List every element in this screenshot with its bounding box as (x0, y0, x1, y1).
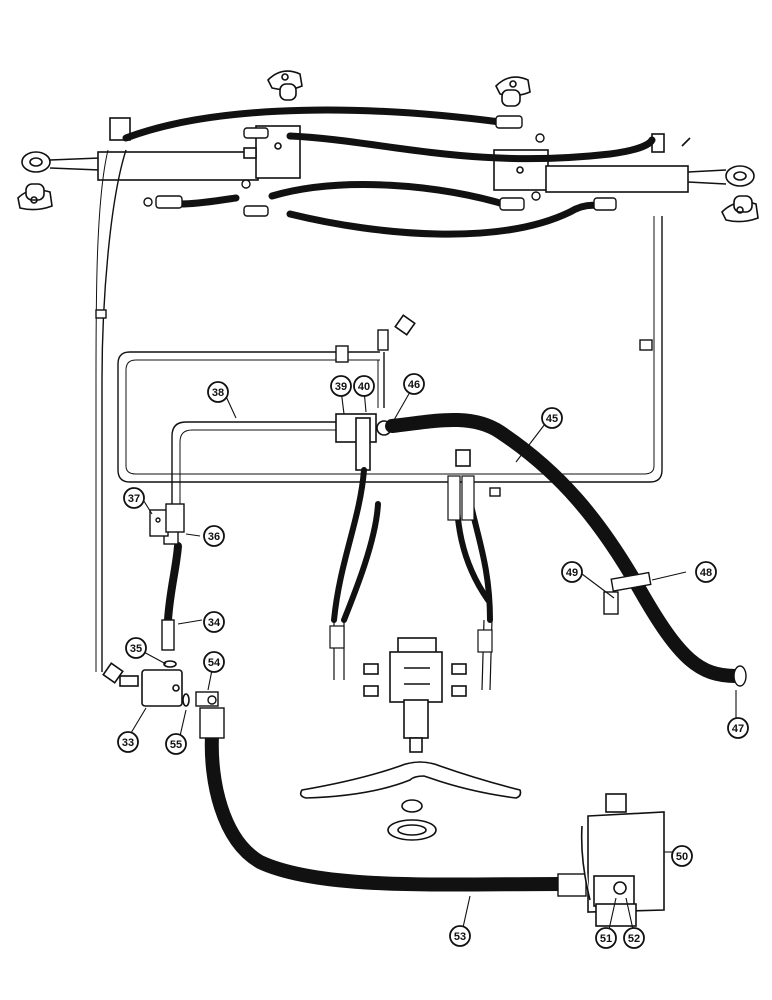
tube-left-long (101, 149, 127, 672)
mounting-bracket-right (721, 195, 759, 223)
callout-circle (203, 651, 225, 673)
callout-37: 37 (123, 487, 145, 509)
steering-unit-hose-tails (329, 475, 493, 691)
callout-label: 40 (358, 381, 370, 393)
hose-end-47 (733, 665, 747, 687)
cylinder-hoses (122, 106, 656, 238)
callout-51: 51 (595, 927, 617, 949)
hose-clamp-48 (603, 571, 652, 615)
callout-circle (117, 731, 139, 753)
callout-label: 34 (208, 617, 221, 629)
callout-label: 38 (212, 387, 224, 399)
callout-label: 39 (335, 381, 347, 393)
callout-circle (123, 487, 145, 509)
callout-46: 46 (403, 373, 425, 395)
mounting-bracket-left (17, 183, 53, 211)
callout-circle (403, 373, 425, 395)
callout-36: 36 (203, 525, 225, 547)
pressure-hose-53 (199, 707, 587, 897)
callout-label: 46 (408, 379, 420, 391)
callout-circle (623, 927, 645, 949)
callout-label: 48 (700, 567, 712, 579)
callout-circle (207, 381, 229, 403)
hose-upper-right (286, 132, 656, 163)
steering-control-unit (363, 637, 467, 753)
callout-label: 33 (122, 737, 134, 749)
callout-40: 40 (353, 375, 375, 397)
callout-label: 37 (128, 493, 140, 505)
callout-label: 47 (732, 723, 744, 735)
callout-circle (203, 611, 225, 633)
callout-circle (449, 925, 471, 947)
mounting-bracket-top-right (495, 76, 531, 107)
callout-circle (671, 845, 693, 867)
steering-wheel (299, 761, 522, 841)
callout-38: 38 (207, 381, 229, 403)
callout-39: 39 (330, 375, 352, 397)
callout-circle (541, 407, 563, 429)
steering-cylinder-right (493, 133, 755, 193)
callout-label: 54 (208, 657, 221, 669)
tube-clamp-37 (149, 503, 185, 537)
callout-50: 50 (671, 845, 693, 867)
callout-48: 48 (695, 561, 717, 583)
tube-38 (171, 421, 340, 512)
hose-lower-cross (268, 181, 514, 210)
callout-47: 47 (727, 717, 749, 739)
callout-33: 33 (117, 731, 139, 753)
callout-label: 52 (628, 933, 640, 945)
thin-hydraulic-tubes (95, 149, 663, 672)
callout-label: 55 (170, 739, 182, 751)
callout-55: 55 (165, 733, 187, 755)
leader-lines (127, 389, 737, 935)
hydraulic-pump (580, 793, 665, 927)
callout-35: 35 (125, 637, 147, 659)
tube-loop (117, 216, 663, 483)
callout-54: 54 (203, 651, 225, 673)
callout-circle (125, 637, 147, 659)
hose-upper-cross (122, 106, 504, 142)
callout-label: 49 (566, 567, 578, 579)
callout-52: 52 (623, 927, 645, 949)
callout-49: 49 (561, 561, 583, 583)
callout-53: 53 (449, 925, 471, 947)
callout-circle (595, 927, 617, 949)
callout-label: 51 (600, 933, 612, 945)
hose-lower-left (176, 194, 240, 208)
callout-label: 36 (208, 531, 220, 543)
flow-divider-block (102, 660, 190, 707)
hose-lower-right (286, 201, 604, 238)
callout-circle (165, 733, 187, 755)
callout-circle (203, 525, 225, 547)
callout-34: 34 (203, 611, 225, 633)
callout-45: 45 (541, 407, 563, 429)
callout-circle (695, 561, 717, 583)
callout-label: 53 (454, 931, 466, 943)
main-return-hose (385, 412, 743, 683)
callout-circle (353, 375, 375, 397)
tee-fitting-54 (195, 691, 219, 707)
callout-circle (330, 375, 352, 397)
callout-circle (561, 561, 583, 583)
callout-circle (727, 717, 749, 739)
callout-label: 50 (676, 851, 688, 863)
callouts: 33 34 35 36 37 38 39 40 45 46 47 48 49 50 51 52 53 54 55 (117, 373, 749, 949)
hose-fittings-top (143, 115, 617, 217)
callout-label: 45 (546, 413, 558, 425)
mounting-bracket-top-left (267, 70, 303, 101)
hose-34 (161, 529, 182, 651)
callout-label: 35 (130, 643, 142, 655)
